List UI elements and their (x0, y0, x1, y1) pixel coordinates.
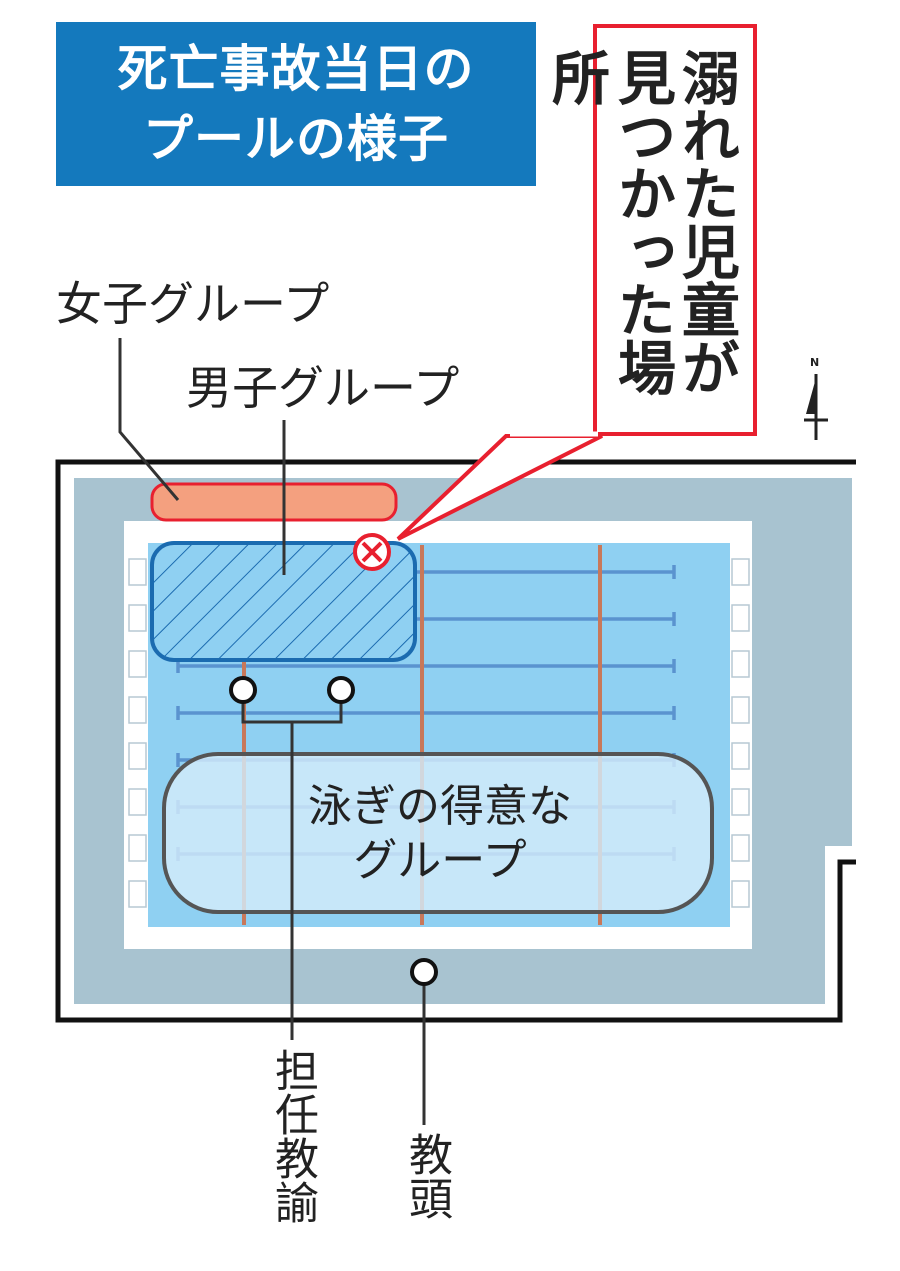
starting-block (128, 880, 147, 908)
starting-block (128, 696, 147, 724)
circle-icon (410, 958, 438, 986)
title-line2: プールの様子 (143, 110, 449, 168)
starting-block (128, 558, 147, 586)
north-label: N (810, 356, 820, 369)
skilled-group-label: 泳ぎの得意な グループ (170, 780, 710, 888)
vice-principal-label: 教頭 (401, 1132, 452, 1220)
circle-x-icon (353, 533, 391, 571)
skilled-group-area (162, 752, 714, 914)
skilled-group-label-line2: グループ (353, 835, 527, 886)
starting-block (731, 834, 750, 862)
starting-block (731, 650, 750, 678)
girls-group-leader (118, 338, 180, 501)
starting-block (128, 834, 147, 862)
building-wall (55, 459, 856, 1023)
skilled-group-label-line1: 泳ぎの得意な (308, 781, 572, 832)
starting-block (731, 696, 750, 724)
girls-group-area (150, 482, 398, 522)
boys-group-label: 男子グループ (186, 361, 460, 415)
callout-box: 溺れた児童が 見つかった場所 (542, 24, 757, 436)
starting-block (128, 604, 147, 632)
callout-line2: 見つかった場所 (542, 48, 676, 396)
north-arrow-icon (804, 374, 828, 440)
title-box: 死亡事故当日の プールの様子 (56, 22, 536, 186)
girls-group-label: 女子グループ (56, 277, 330, 331)
circle-icon (229, 676, 257, 704)
title-line1: 死亡事故当日の (117, 40, 475, 98)
starting-block (128, 788, 147, 816)
starting-block (731, 742, 750, 770)
starting-block (731, 558, 750, 586)
starting-blocks-left (128, 558, 147, 908)
starting-block (128, 742, 147, 770)
starting-block (731, 880, 750, 908)
homeroom-teachers-label: 担任教諭 (267, 1048, 318, 1224)
circle-icon (327, 676, 355, 704)
starting-block (731, 788, 750, 816)
starting-block (128, 650, 147, 678)
starting-blocks-right (731, 558, 750, 908)
callout-line1: 溺れた児童が (672, 48, 740, 396)
starting-block (731, 604, 750, 632)
